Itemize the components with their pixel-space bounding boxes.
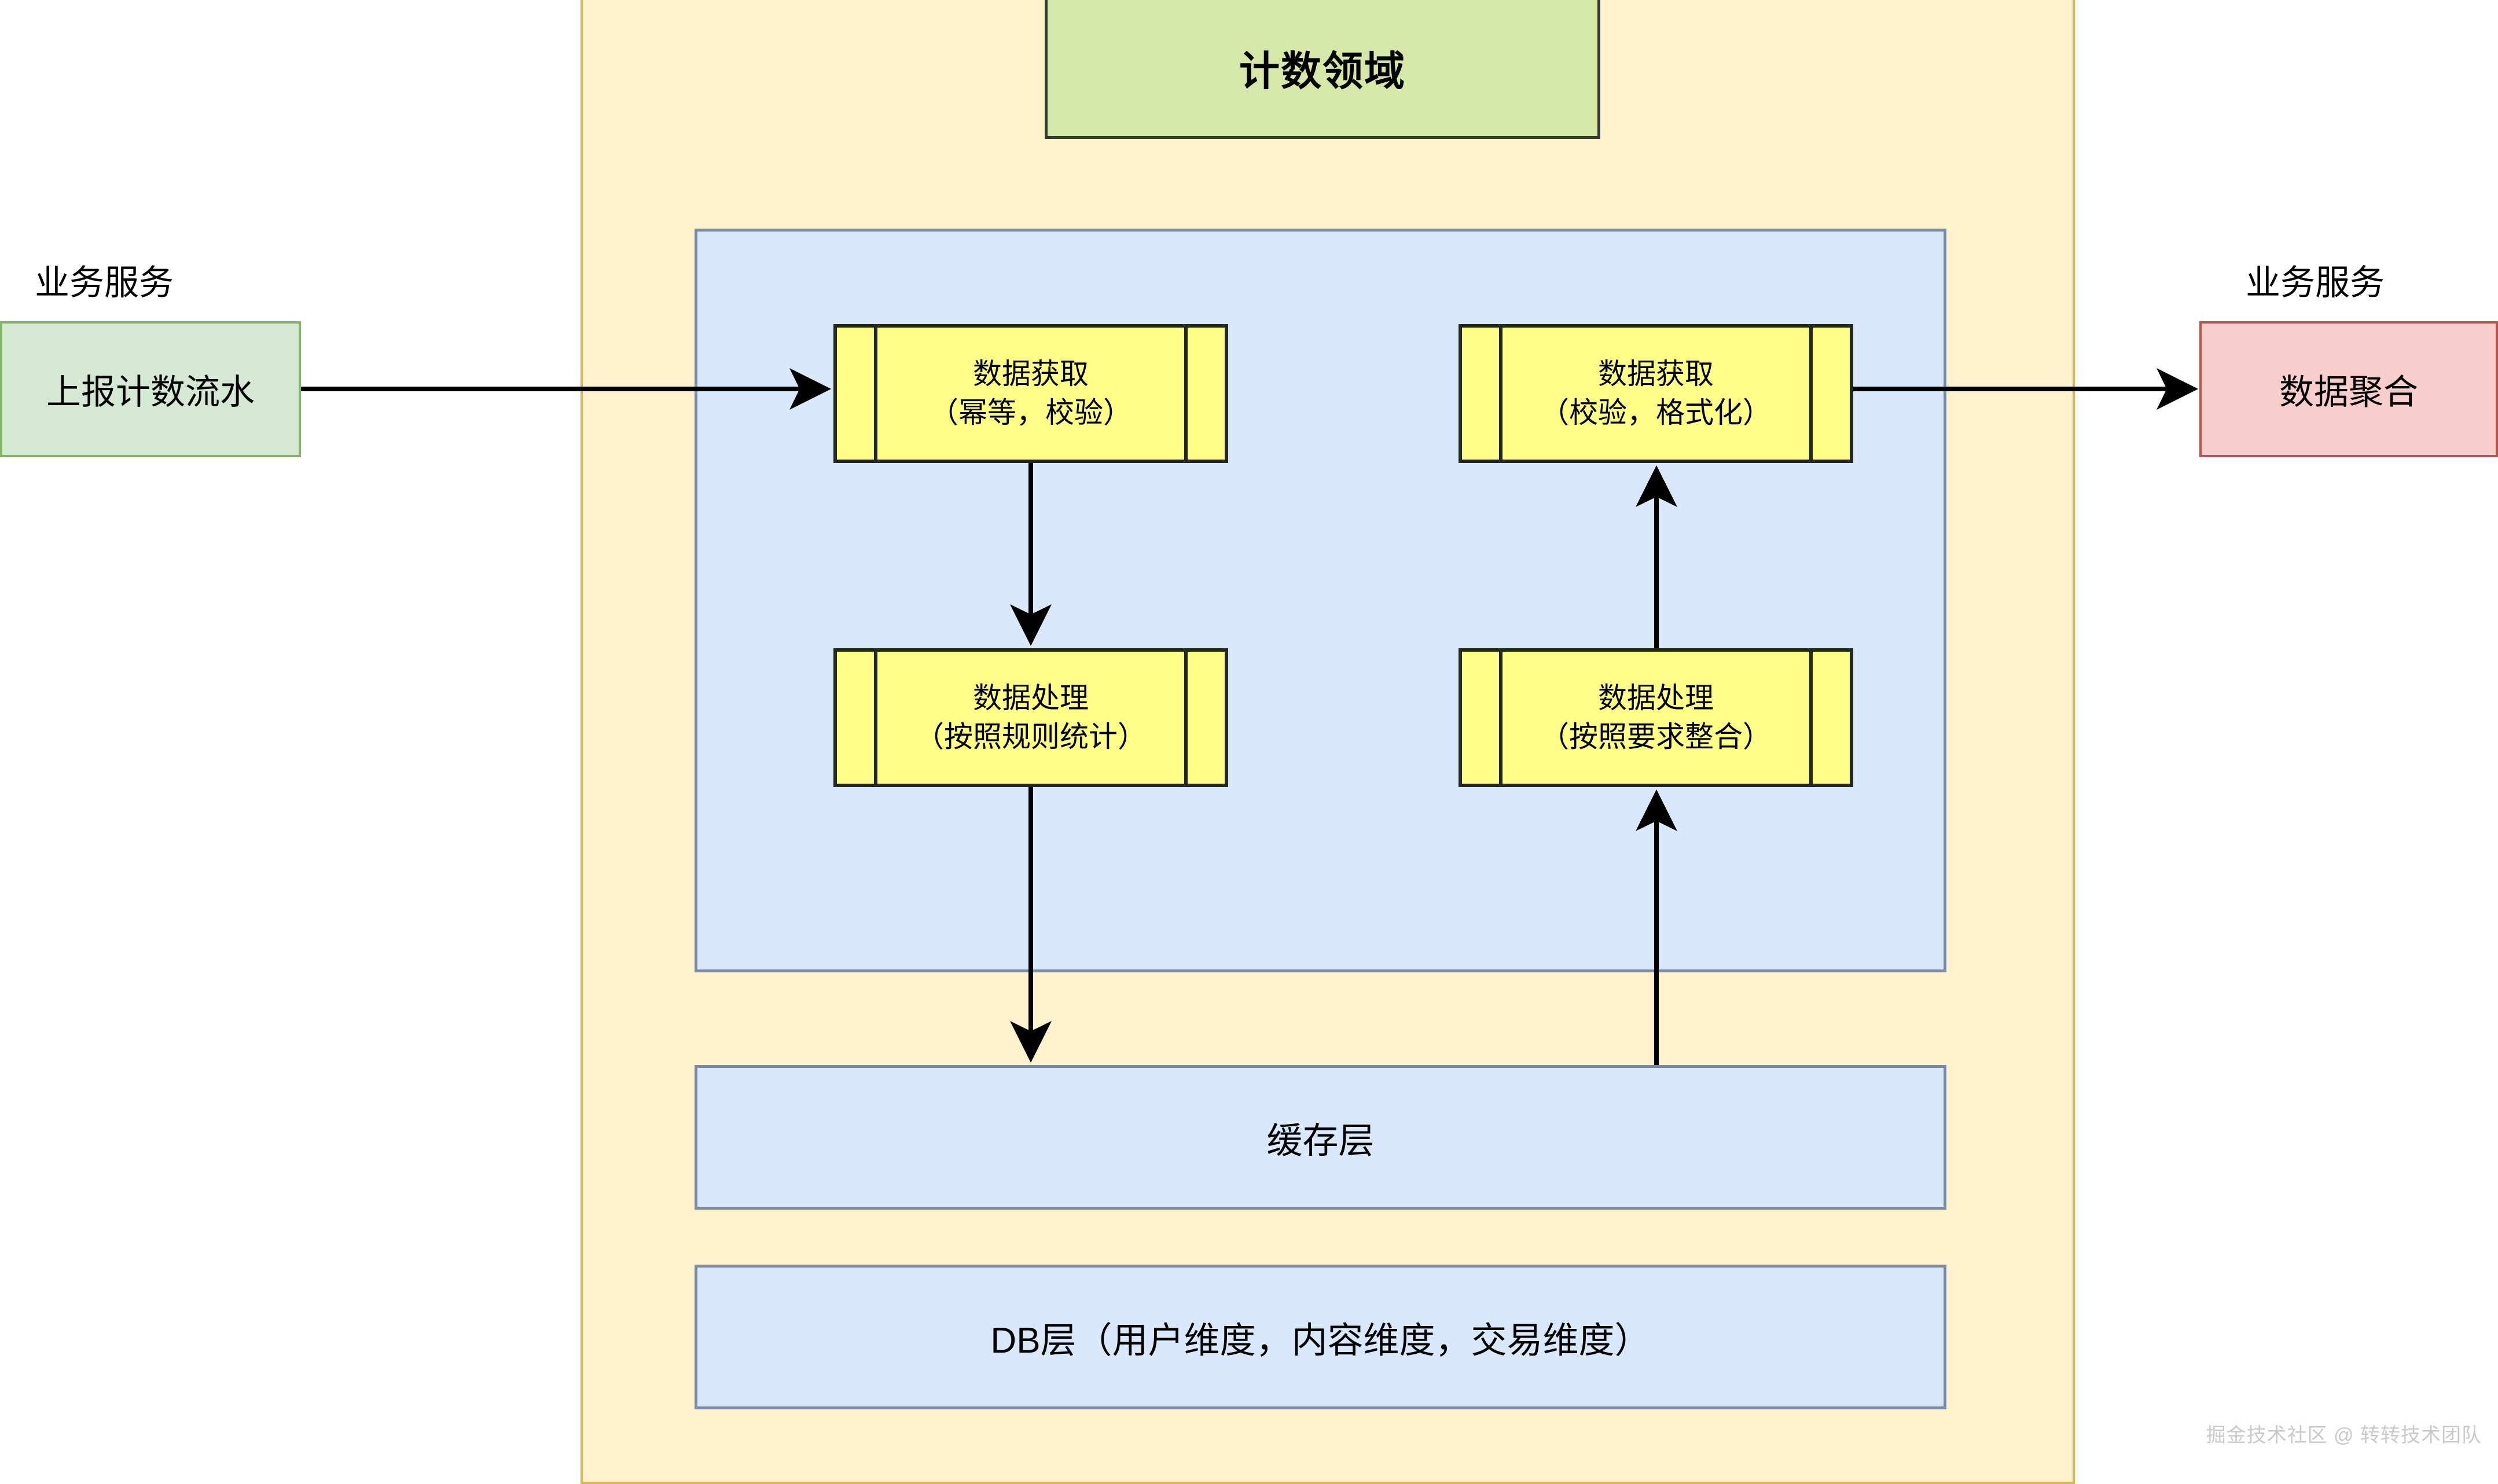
domain-title: 计数领域 <box>1045 0 1600 139</box>
process-write-process-title: 数据处理 <box>973 681 1089 714</box>
process-read-fetch-title: 数据获取 <box>1598 357 1714 390</box>
db-layer[interactable]: DB层（用户维度，内容维度，交易维度） <box>695 1265 1946 1409</box>
external-left-box[interactable]: 上报计数流水 <box>0 321 301 457</box>
process-write-process[interactable]: 数据处理 （按照规则统计） <box>833 648 1228 787</box>
process-write-fetch-detail: （幂等，校验） <box>930 396 1132 429</box>
process-read-process-detail: （按照要求整合） <box>1540 721 1772 753</box>
external-left-label: 业务服务 <box>35 263 174 302</box>
watermark: 掘金技术社区 @ 转转技术团队 <box>2206 1424 2482 1446</box>
process-read-process-title: 数据处理 <box>1598 681 1714 714</box>
process-write-process-detail: （按照规则统计） <box>915 721 1147 753</box>
process-write-fetch[interactable]: 数据获取 （幂等，校验） <box>833 324 1228 463</box>
process-write-fetch-title: 数据获取 <box>973 357 1089 390</box>
external-right-box[interactable]: 数据聚合 <box>2199 321 2498 457</box>
cache-layer[interactable]: 缓存层 <box>695 1065 1946 1210</box>
process-read-fetch-detail: （校验，格式化） <box>1540 396 1772 429</box>
external-right-label: 业务服务 <box>2246 263 2385 302</box>
process-read-fetch[interactable]: 数据获取 （校验，格式化） <box>1459 324 1853 463</box>
process-read-process[interactable]: 数据处理 （按照要求整合） <box>1459 648 1853 787</box>
